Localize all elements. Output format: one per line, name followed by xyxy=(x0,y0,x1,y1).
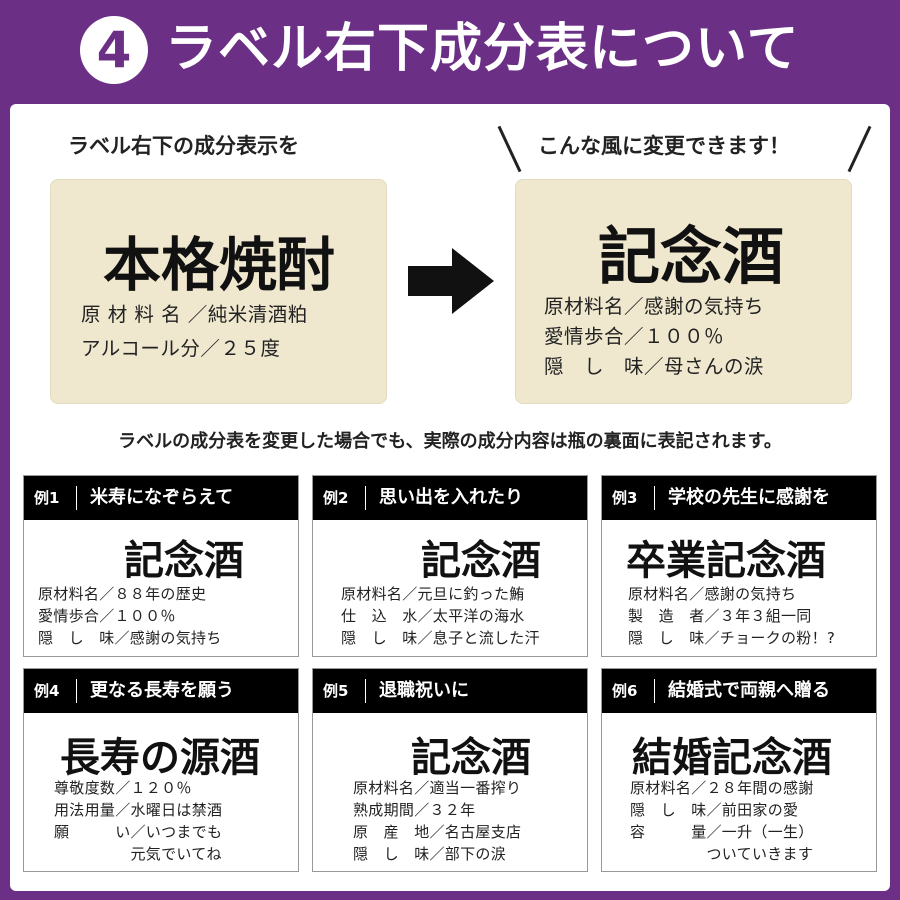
example-title: 退職祝いに xyxy=(379,680,469,701)
header-divider xyxy=(365,679,366,703)
before-caption: ラベル右下の成分表示を xyxy=(68,134,299,158)
example-card-header: 例1 米寿になぞらえて xyxy=(24,476,298,520)
example-title: 結婚式で両親へ贈る xyxy=(668,680,830,701)
header-banner: 4 ラベル右下成分表について xyxy=(0,0,900,98)
example-line: 隠 し 味／前田家の愛 xyxy=(630,801,799,819)
example-line: 原材料名／８８年の歴史 xyxy=(38,585,207,603)
example-line: 原材料名／適当一番搾り xyxy=(353,779,522,797)
right-arrow-icon xyxy=(408,248,494,314)
example-line: 原材料名／２８年間の感謝 xyxy=(630,779,814,797)
example-card-5: 例5 退職祝いに 記念酒 原材料名／適当一番搾り 熟成期間／３２年 原 産 地／… xyxy=(312,668,588,872)
example-title: 思い出を入れたり xyxy=(379,487,523,508)
example-line: 隠 し 味／部下の涙 xyxy=(353,845,507,863)
after-caption: こんな風に変更できます！ xyxy=(538,134,790,158)
example-line: 原材料名／元旦に釣った鮪 xyxy=(341,585,525,603)
header-divider xyxy=(654,679,655,703)
example-line: 愛情歩合／１００％ xyxy=(38,607,176,625)
example-title: 更なる長寿を願う xyxy=(90,680,234,701)
example-tag: 例4 xyxy=(34,682,60,700)
example-tag: 例2 xyxy=(323,489,349,507)
example-line: 製 造 者／３年３組一同 xyxy=(628,607,812,625)
example-label-title: 結婚記念酒 xyxy=(632,734,832,781)
example-label-title: 卒業記念酒 xyxy=(626,537,826,584)
example-line: 元気でいてね xyxy=(54,845,222,863)
header-divider xyxy=(76,679,77,703)
notice-text: ラベルの成分表を変更した場合でも、実際の成分内容は瓶の裏面に表記されます。 xyxy=(118,431,782,452)
header-divider xyxy=(654,486,655,510)
header-divider xyxy=(76,486,77,510)
example-card-header: 例4 更なる長寿を願う xyxy=(24,669,298,713)
after-label-title: 記念酒 xyxy=(598,220,785,293)
example-card-header: 例2 思い出を入れたり xyxy=(313,476,587,520)
emphasis-mark-left xyxy=(497,125,522,173)
example-label-title: 記念酒 xyxy=(421,537,541,584)
example-title: 米寿になぞらえて xyxy=(90,487,234,508)
after-label: 記念酒 原材料名／感謝の気持ち 愛情歩合／１００％ 隠 し 味／母さんの涙 xyxy=(515,179,852,404)
example-tag: 例6 xyxy=(612,682,638,700)
example-line: 容 量／一升（一生） xyxy=(630,823,814,841)
example-line: 尊敬度数／１２０％ xyxy=(54,779,192,797)
example-card-3: 例3 学校の先生に感謝を 卒業記念酒 原材料名／感謝の気持ち 製 造 者／３年３… xyxy=(601,475,877,657)
example-line: 願 い／いつまでも xyxy=(54,823,223,841)
example-tag: 例1 xyxy=(34,489,60,507)
example-card-header: 例6 結婚式で両親へ贈る xyxy=(602,669,876,713)
example-line: 原材料名／感謝の気持ち xyxy=(628,585,797,603)
example-line: 隠 し 味／感謝の気持ち xyxy=(38,629,222,647)
example-line: 熟成期間／３２年 xyxy=(353,801,476,819)
example-line: 用法用量／水曜日は禁酒 xyxy=(54,801,223,819)
example-label-title: 記念酒 xyxy=(124,537,244,584)
example-line: 隠 し 味／チョークの粉！? xyxy=(628,629,836,647)
example-label-title: 長寿の源酒 xyxy=(60,734,260,781)
emphasis-mark-right xyxy=(847,125,872,173)
before-label: 本格焼酎 原 材 料 名 ／純米清酒粕 アルコール分／２５度 xyxy=(50,179,387,404)
example-card-1: 例1 米寿になぞらえて 記念酒 原材料名／８８年の歴史 愛情歩合／１００％ 隠 … xyxy=(23,475,299,657)
after-label-line-1: 原材料名／感謝の気持ち xyxy=(544,295,765,318)
before-label-line-1: 原 材 料 名 ／純米清酒粕 xyxy=(81,303,308,326)
before-label-title: 本格焼酎 xyxy=(103,231,336,299)
example-line: 原 産 地／名古屋支店 xyxy=(353,823,522,841)
after-label-line-2: 愛情歩合／１００％ xyxy=(544,325,725,348)
example-tag: 例3 xyxy=(612,489,638,507)
example-label-title: 記念酒 xyxy=(411,734,531,781)
after-label-line-3: 隠 し 味／母さんの涙 xyxy=(544,355,765,378)
step-number-badge: 4 xyxy=(80,16,148,84)
example-card-4: 例4 更なる長寿を願う 長寿の源酒 尊敬度数／１２０％ 用法用量／水曜日は禁酒 … xyxy=(23,668,299,872)
example-title: 学校の先生に感謝を xyxy=(668,487,830,508)
example-card-2: 例2 思い出を入れたり 記念酒 原材料名／元旦に釣った鮪 仕 込 水／太平洋の海… xyxy=(312,475,588,657)
page-title: ラベル右下成分表について xyxy=(165,19,800,79)
example-card-6: 例6 結婚式で両親へ贈る 結婚記念酒 原材料名／２８年間の感謝 隠 し 味／前田… xyxy=(601,668,877,872)
example-line: 仕 込 水／太平洋の海水 xyxy=(341,607,525,625)
example-line: 隠 し 味／息子と流した汗 xyxy=(341,629,540,647)
example-card-header: 例3 学校の先生に感謝を xyxy=(602,476,876,520)
example-tag: 例5 xyxy=(323,682,349,700)
header-divider xyxy=(365,486,366,510)
example-line: ついていきます xyxy=(630,845,814,863)
example-card-header: 例5 退職祝いに xyxy=(313,669,587,713)
before-label-line-2: アルコール分／２５度 xyxy=(81,337,281,360)
